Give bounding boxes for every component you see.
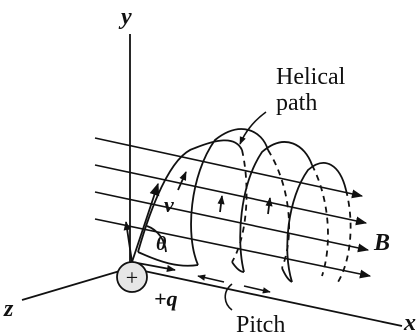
helix-tail [137,251,199,267]
helix-front-arc [190,128,269,266]
charge-label: +q [154,286,178,311]
field-line [94,164,368,226]
helix-front-arc [137,139,243,253]
field-line [94,191,370,253]
helical-label-leader [239,111,267,145]
helical-label-line1: Helical [276,64,346,90]
helix-tail [231,261,245,273]
field-label: B [373,230,390,256]
pitch-arrow-left [197,274,225,283]
z-axis-line [21,267,131,301]
y-axis-label: y [118,4,132,30]
helix-front-arc [286,162,347,283]
helix-back-arc [311,164,329,277]
velocity-vector [131,182,160,263]
helix-back-arc [267,149,290,269]
pitch-arrow-right [243,285,271,294]
angle-label: θ [156,233,167,255]
angle-arc [146,225,167,253]
helix-direction-arrow [177,171,187,191]
pitch-label: Pitch [236,312,285,336]
x-axis-label: x [403,310,416,336]
velocity-component-perp [123,221,133,263]
velocity-label: v [164,192,174,217]
charged-particle: + [116,261,148,293]
helix-front-arc [239,141,313,273]
helix-direction-arrow [217,195,225,213]
helix-back-arc [337,189,352,283]
particle-sign: + [126,265,138,290]
field-line [94,137,364,199]
helix-tail [281,267,293,283]
x-axis-line [129,267,403,327]
z-axis-label: z [3,296,14,322]
helical-label-line2: path [276,90,317,116]
magnetic-field-lines [94,137,372,279]
helical-path [137,128,352,283]
pitch-indicator [197,274,271,311]
helix-direction-arrow [265,197,273,215]
helix-back-arc [231,149,248,263]
particle-circle [116,261,148,293]
pitch-leader [224,283,233,311]
